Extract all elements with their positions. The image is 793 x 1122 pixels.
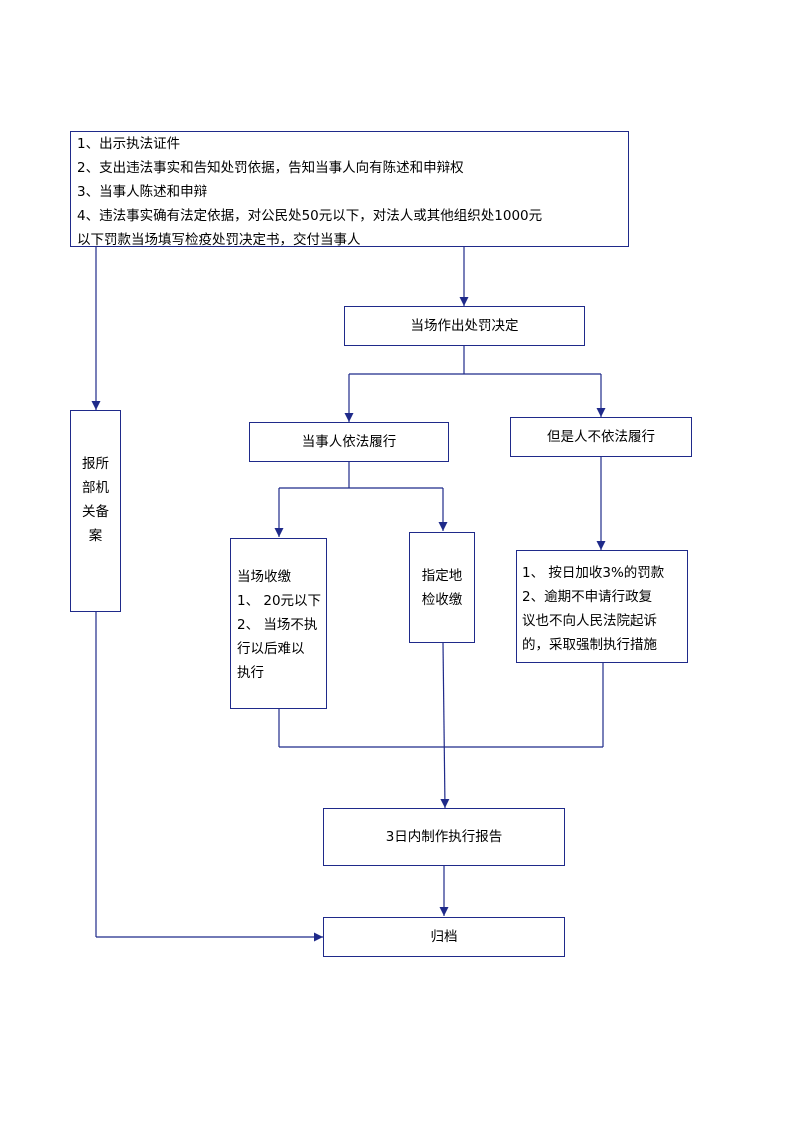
arrow-designated-to-report	[440, 642, 450, 809]
step-4-continued: 以下罚款当场填写检疫处罚决定书，交付当事人	[77, 232, 361, 248]
enforcement-box: 1、 按日加收3%的罚款 2、逾期不申请行政复 议也不向人民法院起诉 的，采取强…	[516, 550, 688, 663]
step-4: 4、违法事实确有法定依据，对公民处50元以下，对法人或其他组织处1000元	[77, 208, 543, 224]
penalty-decision-box: 当场作出处罚决定	[344, 306, 585, 346]
designated-collection-box: 指定地 检收缴	[409, 532, 475, 643]
filing-line-1: 报所	[82, 456, 109, 472]
archive-box: 归档	[323, 917, 565, 957]
enforce-line-4: 的，采取强制执行措施	[522, 637, 657, 653]
step-2: 2、支出违法事实和告知处罚依据，告知当事人向有陈述和申辩权	[77, 160, 464, 176]
archive-label: 归档	[430, 929, 458, 945]
not-comply-box: 但是人不依法履行	[510, 417, 692, 457]
step-1: 1、出示执法证件	[77, 136, 181, 152]
penalty-decision-label: 当场作出处罚决定	[410, 318, 519, 334]
filing-line-4: 案	[88, 528, 103, 544]
filing-box: 报所 部机 关备 案	[70, 410, 121, 612]
onsite-line-2: 1、 20元以下	[237, 593, 322, 609]
onsite-line-3: 2、 当场不执	[237, 617, 318, 633]
execution-report-label: 3日内制作执行报告	[385, 829, 503, 845]
designated-line-2: 检收缴	[421, 591, 463, 608]
enforce-line-3: 议也不向人民法院起诉	[522, 613, 657, 629]
onsite-line-4: 行以后难以	[237, 641, 305, 657]
onsite-line-5: 执行	[237, 665, 264, 681]
enforce-line-1: 1、 按日加收3%的罚款	[522, 565, 665, 581]
execution-report-box: 3日内制作执行报告	[323, 808, 565, 866]
comply-label: 当事人依法履行	[301, 434, 397, 450]
onsite-collection-box: 当场收缴 1、 20元以下 2、 当场不执 行以后难以 执行	[230, 538, 327, 709]
filing-line-2: 部机	[82, 480, 109, 496]
filing-line-3: 关备	[82, 504, 109, 520]
not-comply-label: 但是人不依法履行	[547, 429, 655, 445]
comply-box: 当事人依法履行	[249, 422, 449, 462]
designated-line-1: 指定地	[421, 567, 463, 584]
onsite-line-1: 当场收缴	[237, 569, 291, 585]
procedure-steps-box: 1、出示执法证件 2、支出违法事实和告知处罚依据，告知当事人向有陈述和申辩权 3…	[70, 131, 629, 248]
enforce-line-2: 2、逾期不申请行政复	[522, 589, 653, 605]
step-3: 3、当事人陈述和申辩	[77, 184, 208, 200]
